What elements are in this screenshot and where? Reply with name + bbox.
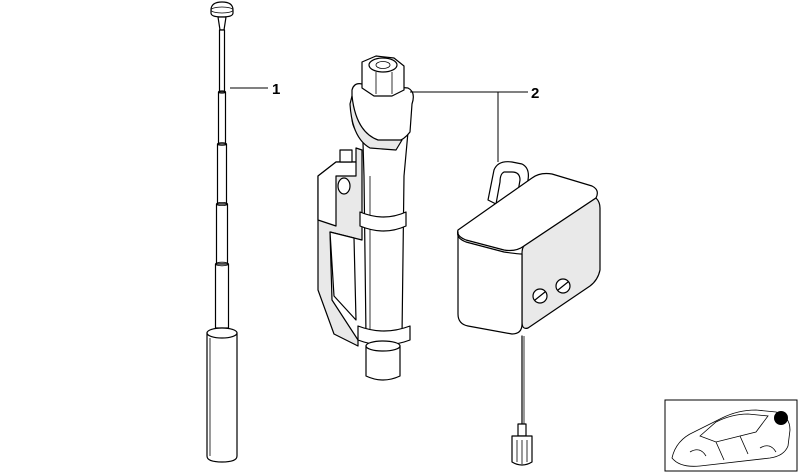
antenna-amplifier-box [457,161,601,466]
antenna-mount-bracket [317,55,414,381]
callout-1: 1 [230,81,280,98]
callout-label-1: 1 [272,81,280,98]
callout-2: 2 [410,85,539,162]
callout-label-2: 2 [531,85,539,102]
telescopic-antenna-mast [206,1,238,463]
vehicle-locator-thumbnail [664,399,798,472]
location-marker-icon [774,411,788,425]
